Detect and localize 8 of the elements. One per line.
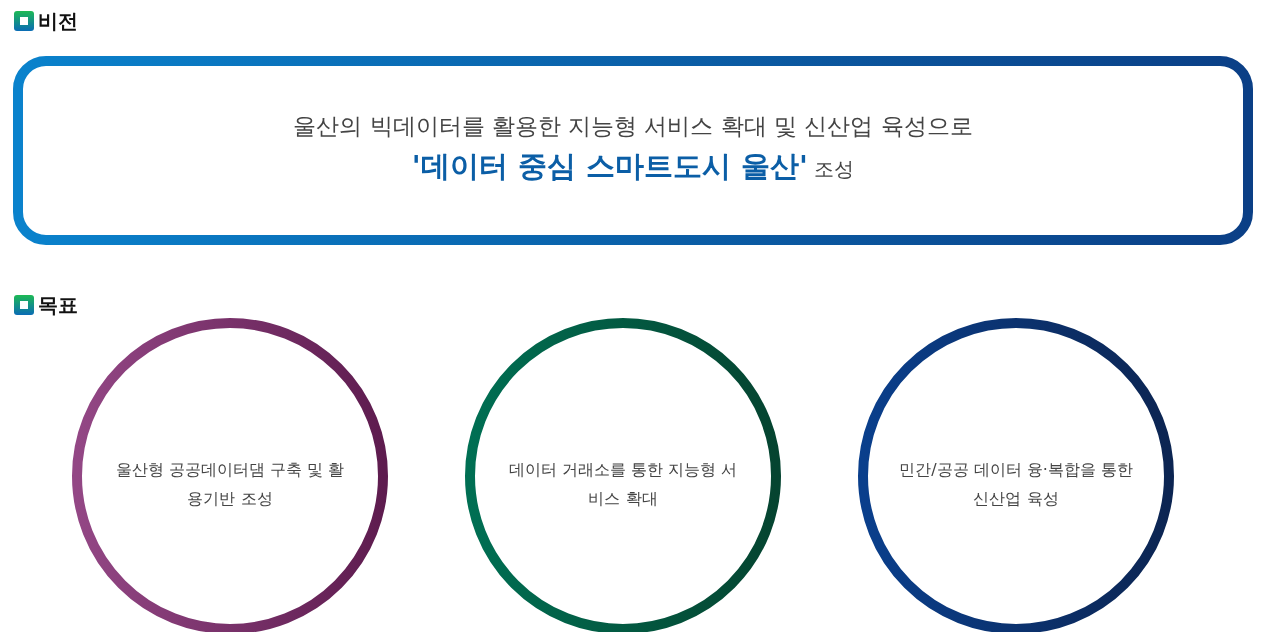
vision-slogan: '데이터 중심 스마트도시 울산' 조성 [410, 148, 856, 185]
vision-text: 울산의 빅데이터를 활용한 지능형 서비스 확대 및 신산업 육성으로 [292, 112, 974, 141]
goal-text: 민간/공공 데이터 융·복합을 통한 신산업 육성 [898, 459, 1134, 510]
section-heading: 비전 [38, 8, 78, 35]
section-heading: 목표 [38, 292, 78, 319]
goal-text: 데이터 거래소를 통한 지능형 서비스 확대 [507, 459, 739, 510]
vision-box [13, 56, 1253, 245]
goal-text: 울산형 공공데이터댐 구축 및 활용기반 조성 [114, 459, 346, 510]
